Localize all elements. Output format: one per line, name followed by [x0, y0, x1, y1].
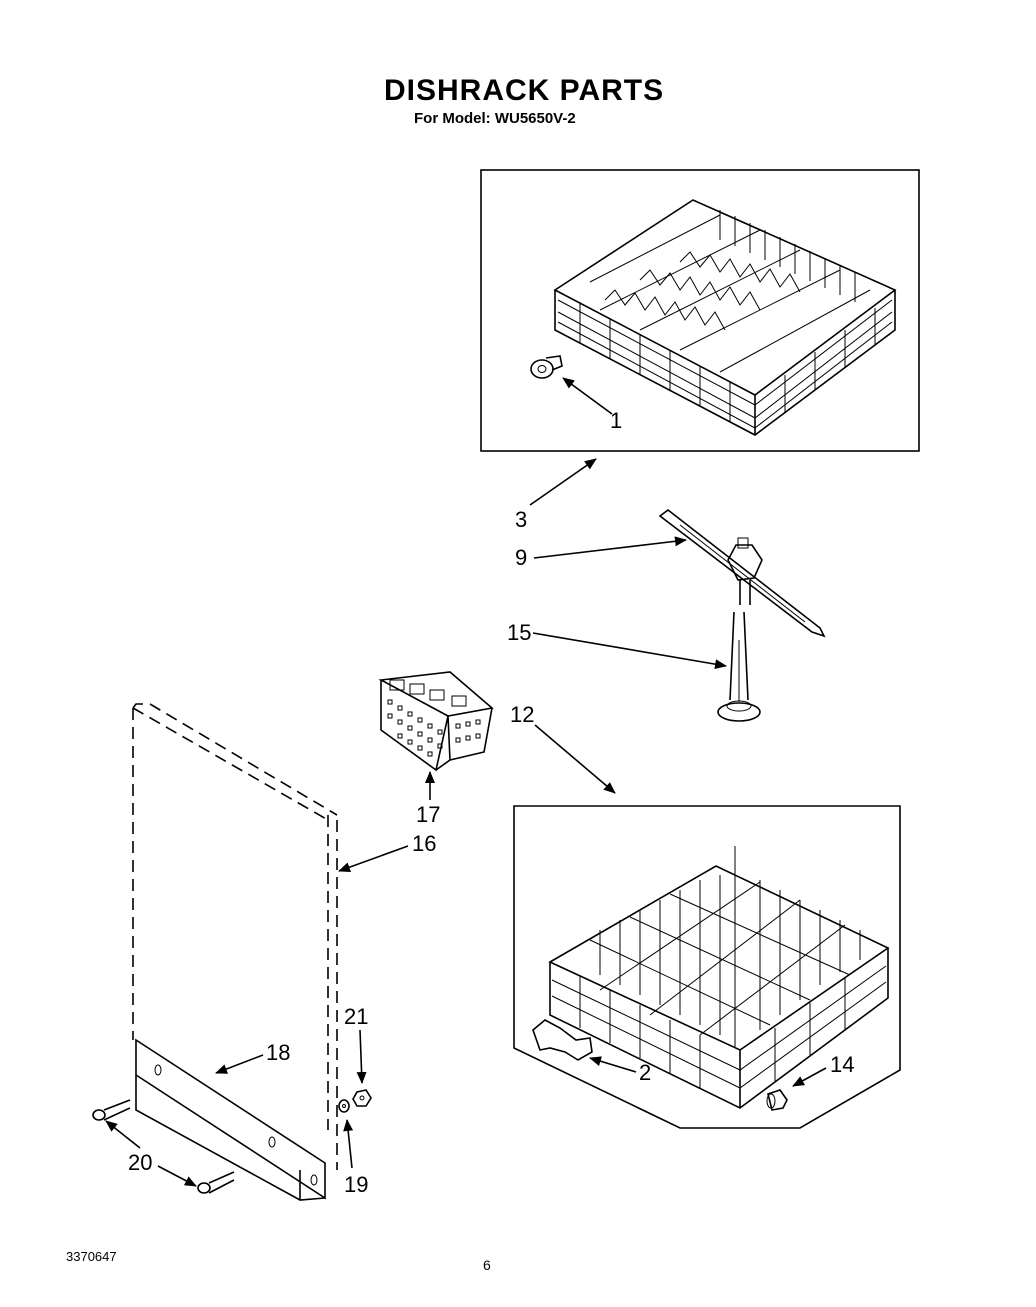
rack-roller-part	[530, 355, 563, 379]
lower-rack-frame	[513, 805, 901, 1129]
callout-12: 12	[510, 702, 534, 727]
upper-dishrack	[553, 199, 897, 436]
page-number: 6	[483, 1257, 491, 1273]
door-panel	[132, 703, 338, 1170]
lower-dishrack	[548, 846, 890, 1109]
washer-part	[338, 1099, 350, 1113]
callout-21: 21	[344, 1004, 368, 1029]
callout-14: 14	[830, 1052, 854, 1077]
callout-3: 3	[515, 507, 527, 532]
rack-bumper-part	[766, 1089, 788, 1111]
door-panel-plate	[135, 1038, 326, 1201]
nut-part	[352, 1089, 372, 1107]
callout-20: 20	[128, 1150, 152, 1175]
silverware-basket	[378, 671, 494, 772]
callout-19: 19	[344, 1172, 368, 1197]
upper-rack-frame	[480, 169, 920, 452]
spray-tube	[717, 611, 761, 722]
callout-1: 1	[610, 408, 622, 433]
document-number: 3370647	[66, 1249, 117, 1264]
callout-2: 2	[639, 1060, 651, 1085]
callout-16: 16	[412, 831, 436, 856]
rack-bracket-part	[532, 1019, 593, 1061]
screw-part	[92, 1099, 235, 1194]
page-title: DISHRACK PARTS	[384, 74, 665, 107]
callout-17: 17	[416, 802, 440, 827]
spray-arm	[658, 508, 826, 638]
callout-18: 18	[266, 1040, 290, 1065]
callout-9: 9	[515, 545, 527, 570]
model-subtitle: For Model: WU5650V-2	[414, 110, 576, 127]
callout-15: 15	[507, 620, 531, 645]
